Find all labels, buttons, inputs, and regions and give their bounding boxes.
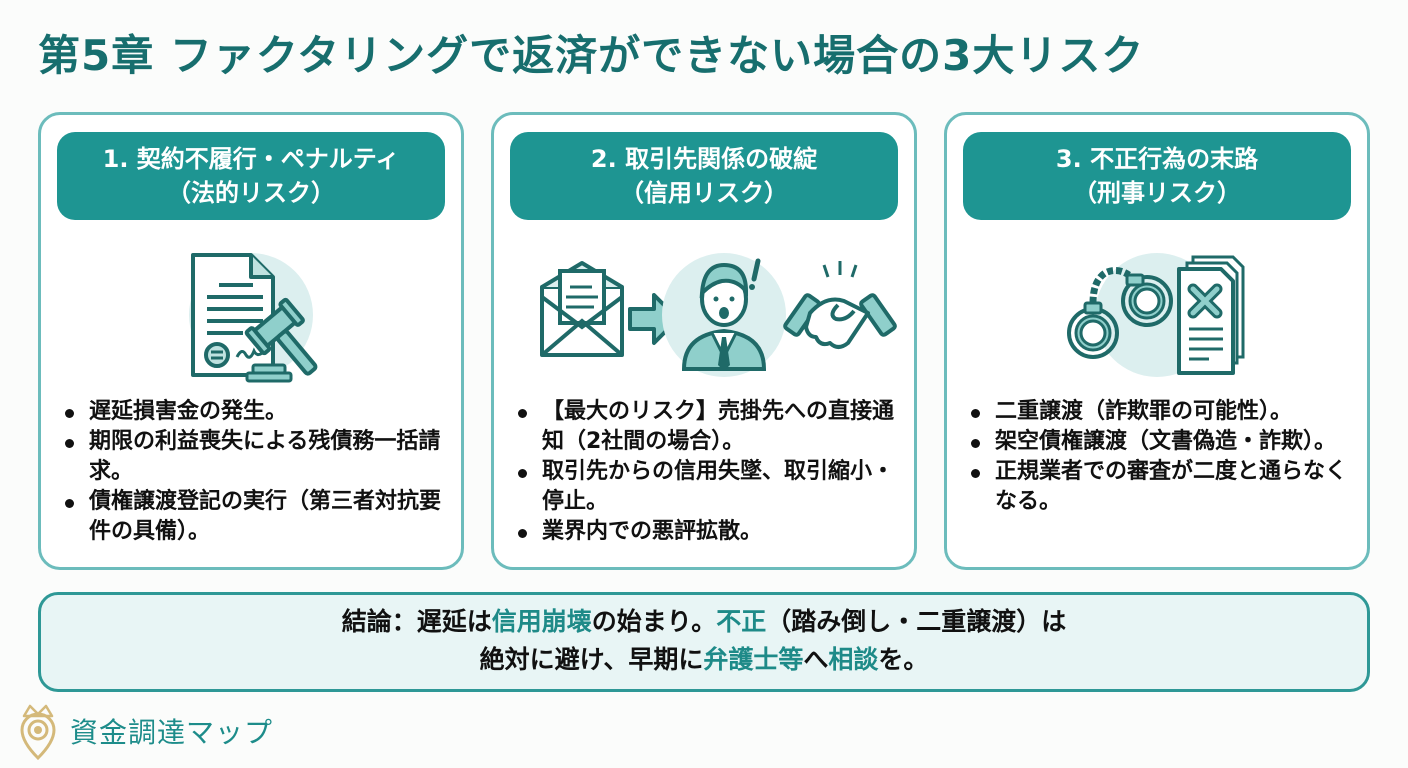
list-item: 二重譲渡（詐欺罪の可能性）。 (967, 397, 1353, 427)
risk-bullet-list: 遅延損害金の発生。 期限の利益喪失による残債務一括請求。 債権譲渡登記の実行（第… (61, 397, 447, 547)
surprised-person-icon (662, 253, 786, 377)
list-item: 正規業者での審査が二度と通らなくなる。 (967, 457, 1353, 517)
risk-bullet-list: 【最大のリスク】売掛先への直接通知（2社間の場合）。 取引先からの信用失墜、取引… (514, 397, 900, 547)
conclusion-text: 結論：遅延は (341, 607, 492, 636)
list-item: 取引先からの信用失墜、取引縮小・停止。 (514, 457, 900, 517)
list-item: 架空債権譲渡（文書偽造・詐欺）。 (967, 427, 1353, 457)
conclusion-line-2: 絶対に避け、早期に弁護士等へ相談を。 (41, 641, 1367, 679)
card-heading-subtitle: （法的リスク） (167, 179, 335, 207)
risk-card-credit: 2. 取引先関係の破綻 （信用リスク） (491, 112, 917, 570)
card-heading-subtitle: （信用リスク） (620, 179, 788, 207)
card-heading: 1. 契約不履行・ペナルティ （法的リスク） (57, 132, 445, 220)
card-heading-title: 3. 不正行為の末路 (1055, 145, 1259, 173)
conclusion-highlight: 弁護士等 (703, 645, 804, 674)
conclusion-highlight: 相談 (828, 645, 879, 674)
page-title: 第5章 ファクタリングで返済ができない場合の3大リスク (38, 31, 1145, 80)
rejected-documents-icon (1177, 255, 1245, 375)
conclusion-line-1: 結論：遅延は信用崩壊の始まり。不正（踏み倒し・二重譲渡）は (41, 603, 1367, 641)
conclusion-text: の始まり。 (591, 607, 717, 636)
conclusion-text: を。 (878, 645, 929, 674)
conclusion-box: 結論：遅延は信用崩壊の始まり。不正（踏み倒し・二重譲渡）は 絶対に避け、早期に弁… (38, 592, 1370, 692)
list-item: 債権譲渡登記の実行（第三者対抗要件の具備）。 (61, 487, 447, 547)
conclusion-highlight: 信用崩壊 (491, 607, 592, 636)
conclusion-text: （踏み倒し・二重譲渡）は (766, 607, 1067, 636)
card-heading: 2. 取引先関係の破綻 （信用リスク） (510, 132, 898, 220)
conclusion-text: へ (803, 645, 829, 674)
brand-name: 資金調達マップ (70, 716, 274, 749)
conclusion-highlight: 不正 (716, 607, 767, 636)
conclusion-text: 絶対に避け、早期に (479, 645, 704, 674)
card-heading: 3. 不正行為の末路 （刑事リスク） (963, 132, 1351, 220)
card-heading-title: 1. 契約不履行・ペナルティ (102, 145, 400, 173)
brand-logo: 資金調達マップ (18, 700, 273, 762)
list-item: 【最大のリスク】売掛先への直接通知（2社間の場合）。 (514, 397, 900, 457)
risk-card-criminal: 3. 不正行為の末路 （刑事リスク） (944, 112, 1370, 570)
crown-map-pin-icon (20, 704, 56, 761)
envelope-icon (540, 261, 624, 357)
risk-bullet-list: 二重譲渡（詐欺罪の可能性）。 架空債権譲渡（文書偽造・詐欺）。 正規業者での審査… (967, 397, 1353, 517)
contract-gavel-icon (41, 237, 461, 387)
handcuffs-icon (1067, 266, 1173, 359)
list-item: 業界内での悪評拡散。 (514, 517, 900, 547)
card-heading-title: 2. 取引先関係の破綻 (590, 145, 818, 173)
handshake-icon (783, 261, 897, 349)
risk-card-legal: 1. 契約不履行・ペナルティ （法的リスク） (38, 112, 464, 570)
list-item: 遅延損害金の発生。 (61, 397, 447, 427)
list-item: 期限の利益喪失による残債務一括請求。 (61, 427, 447, 487)
card-heading-subtitle: （刑事リスク） (1073, 179, 1241, 207)
